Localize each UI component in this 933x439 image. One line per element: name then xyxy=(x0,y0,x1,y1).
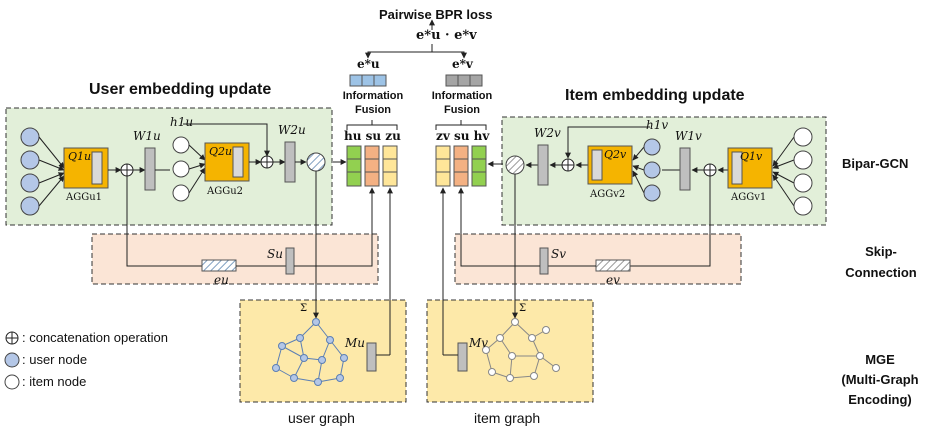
w-v1-label: W1v xyxy=(675,129,702,143)
item-graph-label: item graph xyxy=(474,410,541,426)
s-u-label: Su xyxy=(267,247,283,261)
info-fusion-left-line1: Information xyxy=(342,90,404,102)
eu-star-label: e*u xyxy=(357,57,380,71)
left-fusion-vectors xyxy=(346,145,398,187)
q-u1-label: Q1u xyxy=(68,150,92,163)
user-concat-2 xyxy=(260,155,274,169)
m-u-bar xyxy=(366,342,377,372)
item-hidden-nodes xyxy=(643,138,661,202)
e-v-label: ev xyxy=(606,273,620,287)
agg-u2-bar xyxy=(232,146,244,178)
q-u2-label: Q2u xyxy=(209,145,233,158)
q-v2-label: Q2v xyxy=(604,148,627,161)
w-u1-bar xyxy=(144,147,156,191)
info-fusion-right-line1: Information xyxy=(431,90,493,102)
item-concat-1 xyxy=(703,163,717,177)
user-input-edges xyxy=(38,136,65,207)
ev-star-vector xyxy=(445,74,483,87)
h-u1-label: h1u xyxy=(170,115,194,129)
sigma-right: Σ xyxy=(519,303,527,314)
item-panel-title: Item embedding update xyxy=(565,87,745,104)
agg-u1-label: AGGu1 xyxy=(66,192,103,203)
info-fusion-left-line2: Fusion xyxy=(354,104,392,116)
user-skip-bg xyxy=(91,233,379,285)
bpr-loss-label: Pairwise BPR loss xyxy=(379,7,493,22)
agg-u1-bar xyxy=(91,151,103,185)
ev-star-label: e*v xyxy=(452,57,473,71)
product-label: e*u · e*v xyxy=(416,28,477,43)
agg-v2-label: AGGv2 xyxy=(590,189,626,200)
user-graph-label: user graph xyxy=(288,410,355,426)
legend-user-label: : user node xyxy=(22,352,88,367)
item-skip-bg xyxy=(454,233,742,285)
item-input-nodes xyxy=(793,127,813,216)
legend-user-node-icon xyxy=(4,352,20,368)
s-v-label: Sv xyxy=(551,247,566,261)
agg-v1-bar xyxy=(731,151,743,185)
left-vector-labels: hu su zu xyxy=(344,129,401,143)
right-fusion-vectors xyxy=(435,145,487,187)
right-vector-labels: zv su hv xyxy=(436,129,490,143)
mge-label-line2: (Multi-Graph xyxy=(841,372,919,387)
info-fusion-right-line2: Fusion xyxy=(443,104,481,116)
legend-concat-icon xyxy=(5,331,19,345)
item-output-node xyxy=(505,155,525,175)
mge-label-line3: Encoding) xyxy=(848,392,912,407)
s-u-bar xyxy=(285,247,295,275)
user-mge-bg xyxy=(239,299,407,403)
legend-item-label: : item node xyxy=(22,374,87,389)
agg-u2-label: AGGu2 xyxy=(207,186,244,197)
h-v1-label: h1v xyxy=(646,118,669,132)
user-panel-title: User embedding update xyxy=(89,81,272,98)
user-graph-nodes xyxy=(272,318,348,386)
eu-star-vector xyxy=(349,74,387,87)
q-v1-label: Q1v xyxy=(740,150,763,163)
m-v-bar xyxy=(457,342,468,372)
item-concat-2 xyxy=(561,158,575,172)
bipar-gcn-label: Bipar-GCN xyxy=(842,156,909,171)
w-u2-label: W2u xyxy=(278,123,306,137)
w-u2-bar xyxy=(284,141,296,183)
m-u-label: Mu xyxy=(345,336,366,350)
e-u-vector xyxy=(201,259,237,272)
w-v2-bar xyxy=(537,144,549,186)
mge-label-line1: MGE xyxy=(865,352,895,367)
e-v-vector xyxy=(595,259,631,272)
skip-label-line1: Skip- xyxy=(865,244,897,259)
user-hidden-nodes xyxy=(172,136,190,202)
legend-concat-label: : concatenation operation xyxy=(22,330,168,345)
item-mge-bg xyxy=(426,299,594,403)
s-v-bar xyxy=(539,247,549,275)
user-output-node xyxy=(306,152,326,172)
skip-label-line2: Connection xyxy=(845,265,917,280)
w-v2-label: W2v xyxy=(534,126,561,140)
item-graph-nodes xyxy=(482,318,560,382)
sigma-left: Σ xyxy=(300,303,308,314)
w-v1-bar xyxy=(679,147,691,191)
legend-item-node-icon xyxy=(4,374,20,390)
m-v-label: Mv xyxy=(469,336,489,350)
user-concat-1 xyxy=(120,163,134,177)
w-u1-label: W1u xyxy=(133,129,161,143)
agg-v1-label: AGGv1 xyxy=(731,192,767,203)
agg-v2-bar xyxy=(591,149,603,181)
e-u-label: eu xyxy=(214,273,229,287)
